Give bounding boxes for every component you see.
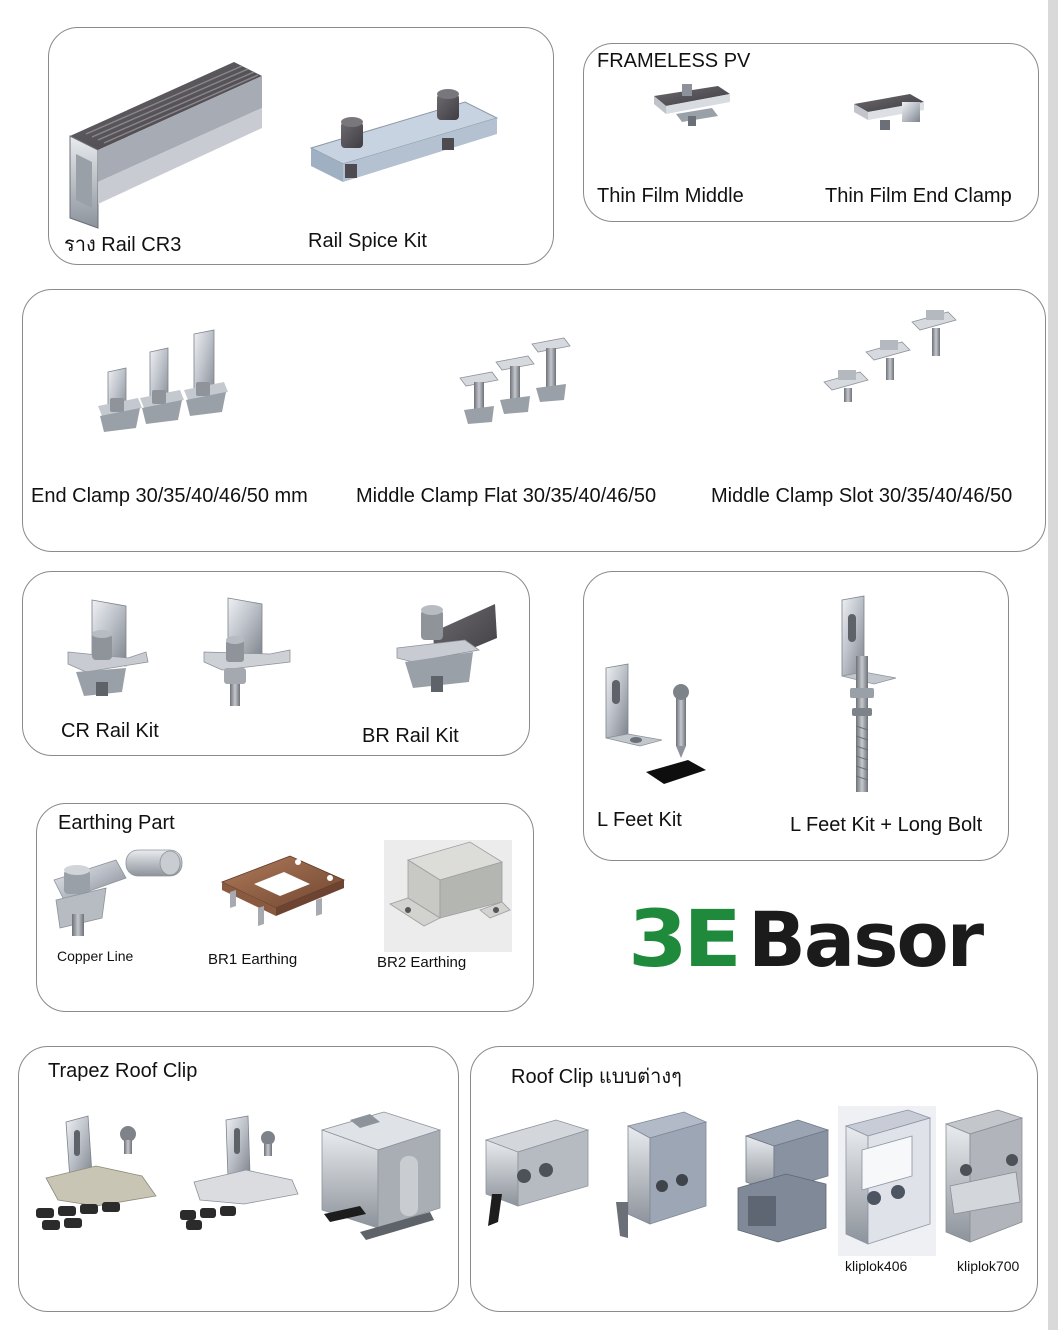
- kliplok406-image: [838, 1106, 936, 1256]
- brand-logo: 3E Basor: [628, 895, 984, 985]
- frameless-pv-panel: [583, 43, 1039, 222]
- cr-rail-kit-image-2: [203, 597, 291, 706]
- frameless-pv-title: FRAMELESS PV: [597, 50, 751, 72]
- cr-rail-kit-image-1: [67, 599, 149, 696]
- thin-film-middle-image: [654, 84, 730, 126]
- brand-logo-name: Basor: [748, 895, 984, 984]
- thin-film-end-clamp-label: Thin Film End Clamp: [825, 185, 1012, 207]
- trapez-clip-image-2: [180, 1115, 299, 1230]
- thin-film-middle-label: Thin Film Middle: [597, 185, 744, 207]
- brand-logo-mark: 3E: [628, 895, 742, 985]
- thin-film-end-clamp-image: [854, 94, 924, 130]
- l-feet-long-bolt-label: L Feet Kit + Long Bolt: [790, 814, 983, 836]
- right-edge-strip: [1048, 0, 1058, 1330]
- kliplok700-image: [944, 1109, 1024, 1243]
- rail-cr3-label: ราง Rail CR3: [64, 234, 182, 256]
- trapez-clip-image-3: [320, 1111, 442, 1240]
- br1-earthing-image: [220, 855, 346, 926]
- l-feet-kit-image: [605, 663, 706, 784]
- trapez-clip-image-1: [36, 1115, 157, 1230]
- copper-line-image: [53, 849, 183, 936]
- roof-clip-image-3: [737, 1119, 830, 1243]
- l-feet-long-bolt-image: [841, 595, 897, 792]
- middle-clamp-flat-label: Middle Clamp Flat 30/35/40/46/50: [356, 485, 657, 507]
- kliplok406-label: kliplok406: [845, 1258, 908, 1274]
- l-feet-kit-label: L Feet Kit: [597, 809, 682, 831]
- kliplok700-label: kliplok700: [957, 1258, 1020, 1274]
- rail-cr3-image: [69, 62, 262, 229]
- rail-splice-kit-label: Rail Spice Kit: [308, 230, 427, 252]
- clamps-panel: [22, 289, 1046, 552]
- earthing-title: Earthing Part: [58, 812, 175, 834]
- roof-clip-image-2: [616, 1111, 708, 1238]
- br2-earthing-label: BR2 Earthing: [377, 954, 467, 971]
- l-feet-panel: [583, 571, 1009, 861]
- middle-clamp-flat-image: [459, 337, 571, 424]
- br2-earthing-image: [384, 840, 512, 952]
- trapez-roof-clip-title: Trapez Roof Clip: [48, 1060, 198, 1082]
- roof-clip-title: Roof Clip แบบต่างๆ: [511, 1066, 682, 1088]
- cr-rail-kit-label: CR Rail Kit: [61, 720, 159, 742]
- middle-clamp-slot-image: [823, 310, 957, 402]
- end-clamp-label: End Clamp 30/35/40/46/50 mm: [31, 485, 308, 507]
- rail-splice-kit-image: [309, 89, 499, 182]
- br-rail-kit-image: [396, 604, 497, 692]
- middle-clamp-slot-label: Middle Clamp Slot 30/35/40/46/50: [711, 485, 1013, 507]
- br-rail-kit-label: BR Rail Kit: [362, 725, 459, 747]
- end-clamp-image: [98, 329, 228, 432]
- copper-line-label: Copper Line: [57, 948, 134, 964]
- roof-clip-image-1: [484, 1119, 590, 1226]
- br1-earthing-label: BR1 Earthing: [208, 951, 298, 968]
